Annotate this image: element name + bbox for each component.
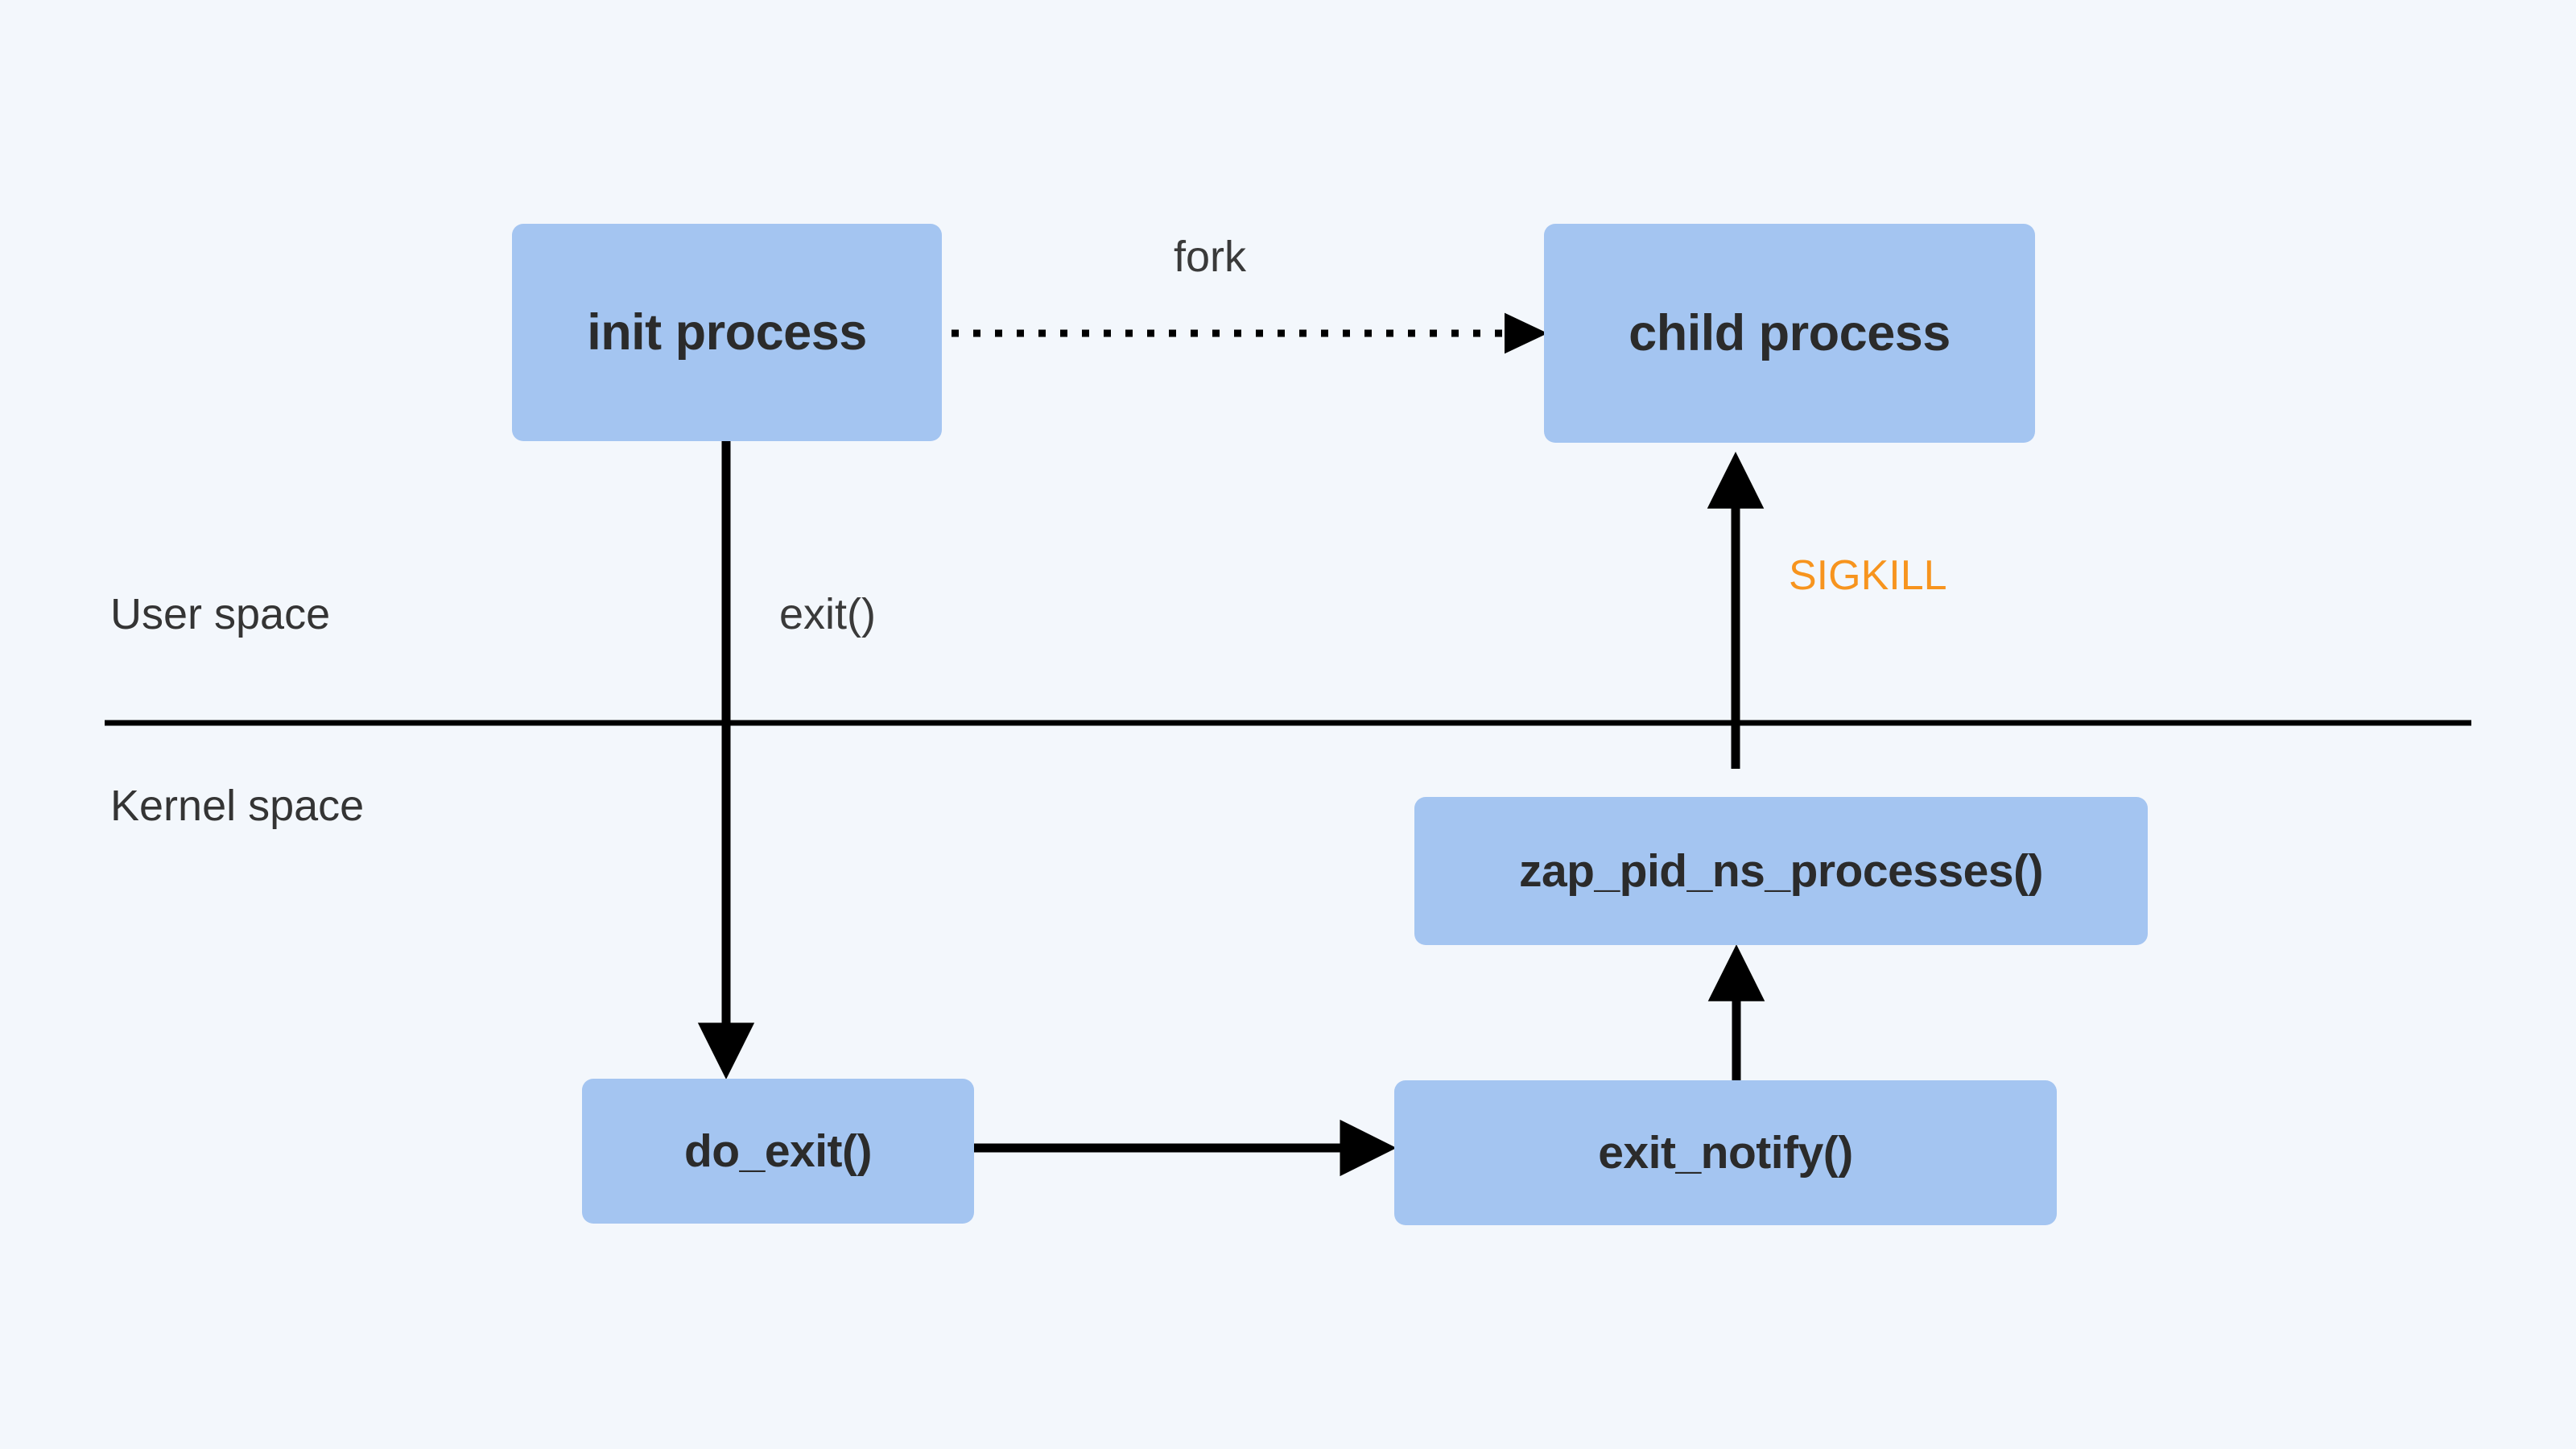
node-init-process[interactable]: init process: [512, 224, 942, 441]
node-exit-notify[interactable]: exit_notify(): [1394, 1080, 2057, 1225]
region-label-kernel-space: Kernel space: [110, 782, 365, 830]
region-label-user-space: User space: [110, 590, 331, 638]
edge-label-sigkill: SIGKILL: [1789, 552, 1947, 599]
edge-label-fork: fork: [1174, 233, 1247, 281]
node-do-exit[interactable]: do_exit(): [582, 1079, 974, 1224]
node-child-process-label: child process: [1629, 305, 1951, 361]
node-do-exit-label: do_exit(): [683, 1125, 873, 1177]
node-init-process-label: init process: [587, 304, 867, 361]
node-zap-pid-ns-processes[interactable]: zap_pid_ns_processes(): [1414, 797, 2148, 945]
node-zap-pid-ns-processes-label: zap_pid_ns_processes(): [1518, 845, 2044, 897]
edge-label-exit: exit(): [779, 590, 876, 638]
node-child-process[interactable]: child process: [1544, 224, 2035, 443]
node-exit-notify-label: exit_notify(): [1598, 1127, 1853, 1179]
